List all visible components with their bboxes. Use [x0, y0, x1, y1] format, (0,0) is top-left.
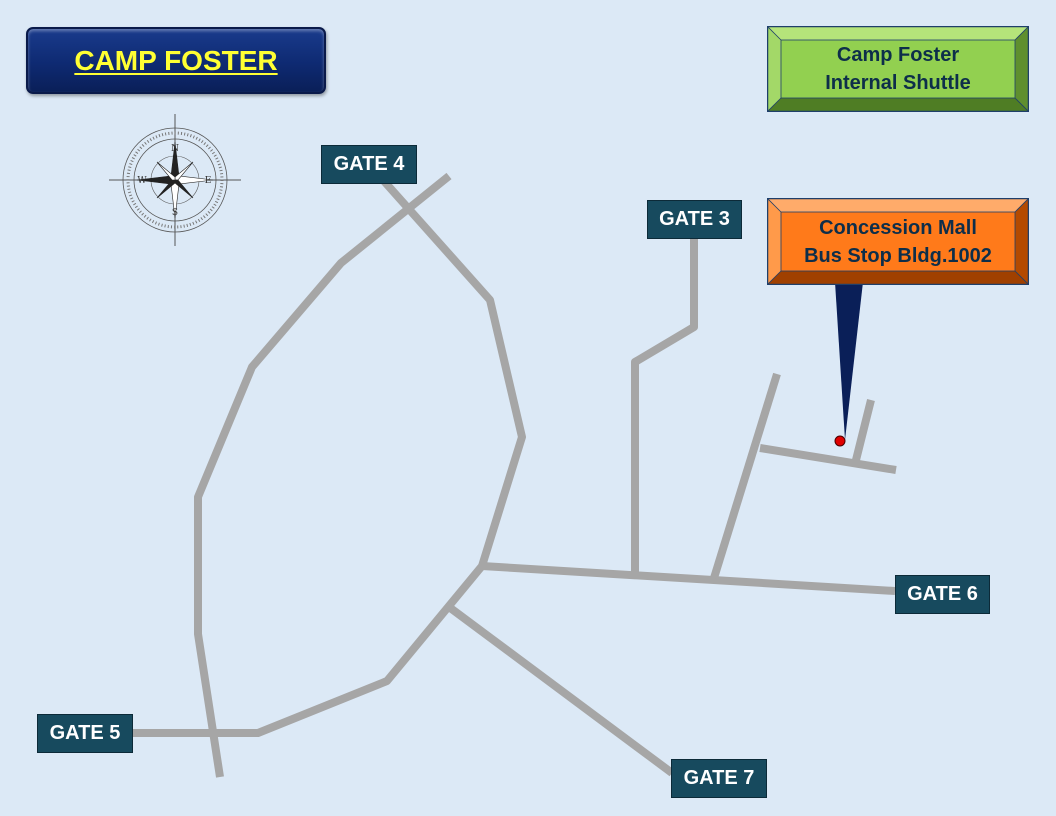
gate-6-label: GATE 6: [895, 575, 990, 614]
road-main-east: [481, 562, 896, 595]
compass-west-label: W: [137, 176, 147, 186]
bus-stop-callout: Concession Mall Bus Stop Bldg.1002: [767, 198, 1029, 285]
gate-4-label: GATE 4: [321, 145, 417, 184]
bus-stop-line2: Bus Stop Bldg.1002: [804, 244, 992, 267]
bus-stop-pointer: [835, 282, 863, 440]
gate-5-label: GATE 5: [37, 714, 133, 753]
gate-7-label: GATE 7: [671, 759, 767, 798]
road-bus-stop-spur: [852, 399, 875, 461]
road-west-loop: [194, 172, 452, 778]
road-gate7: [446, 603, 675, 777]
road-gate3: [631, 238, 698, 575]
map-title: CAMP FOSTER: [74, 44, 278, 76]
road-branch-east: [710, 372, 781, 580]
compass-north-label: N: [171, 144, 179, 154]
compass-east-label: E: [205, 176, 212, 186]
road-gate4-east-loop: [130, 177, 526, 737]
shuttle-legend-box: Camp Foster Internal Shuttle: [767, 26, 1029, 112]
map-title-box: CAMP FOSTER: [26, 27, 326, 94]
shuttle-legend-line2: Internal Shuttle: [825, 72, 971, 94]
shuttle-legend-line1: Camp Foster: [836, 44, 960, 66]
gate-3-label: GATE 3: [647, 200, 742, 239]
road-bus-stop-street: [759, 444, 897, 474]
compass-rose-icon: N S E W: [106, 111, 244, 249]
bus-stop-marker: [834, 435, 846, 447]
bus-stop-line1: Concession Mall: [819, 216, 977, 239]
compass-south-label: S: [172, 208, 178, 218]
